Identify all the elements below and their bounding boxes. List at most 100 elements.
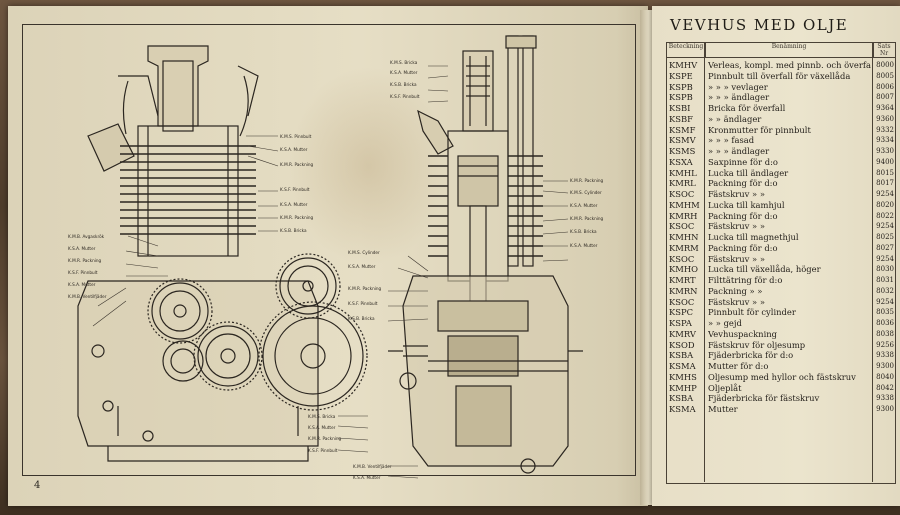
part-code: KMHN (669, 232, 699, 242)
part-number: 9400 (876, 157, 894, 166)
part-code: KSOC (669, 221, 695, 232)
part-description: Lucka till ändlager (708, 167, 789, 178)
part-number: 8042 (876, 383, 894, 392)
part-number: 8022 (876, 211, 894, 220)
svg-text:K.S.A. Mutter: K.S.A. Mutter (570, 203, 598, 208)
part-number: 8017 (876, 179, 894, 188)
part-code: KSPE (669, 70, 693, 81)
part-number: 8005 (876, 71, 894, 80)
part-number: 8007 (876, 93, 894, 102)
part-number: 8006 (876, 82, 894, 91)
svg-text:K.S.B. Bricka: K.S.B. Bricka (348, 316, 375, 321)
part-code: KMRL (669, 178, 696, 189)
part-description: Bricka för överfall (708, 103, 786, 113)
part-number: 8027 (876, 243, 894, 252)
part-number: 9300 (876, 405, 894, 413)
part-code: KSOC (669, 189, 695, 199)
part-code: KSBA (669, 350, 694, 361)
right-page: VEVHUS MED OLJE Beteckning Benämning Sat… (652, 6, 900, 506)
part-description: Vevhuspackning (708, 328, 777, 339)
header-description: Benämning (705, 43, 874, 58)
page-title: VEVHUS MED OLJE (670, 16, 849, 34)
part-number: 9338 (876, 394, 894, 403)
table-row: KSBA Fjäderbricka för d:o 9338 (667, 350, 895, 361)
part-number: 8038 (876, 329, 894, 338)
svg-text:K.S.A. Mutter: K.S.A. Mutter (353, 475, 381, 480)
part-description: Fjäderbricka för d:o (708, 350, 794, 361)
svg-text:K.S.B. Bricka: K.S.B. Bricka (280, 228, 307, 233)
svg-text:K.M.S. Cylinder: K.M.S. Cylinder (348, 250, 380, 255)
part-code: KSBA (669, 393, 694, 404)
part-code: KSMA (669, 361, 696, 371)
part-code: KMRH (669, 210, 698, 221)
part-description: Oljesump med hyllor och fästskruv (708, 371, 856, 382)
part-description: Kronmutter för pinnbult (708, 124, 811, 135)
part-description: Saxpinne för d:o (708, 156, 778, 167)
table-row: KMRH Packning för d:o 8022 (667, 211, 895, 222)
part-description: Packning » » (708, 285, 763, 296)
svg-text:K.S.F. Pinnbult: K.S.F. Pinnbult (280, 187, 310, 192)
part-code: KSOD (669, 339, 695, 350)
svg-text:K.S.A. Mutter: K.S.A. Mutter (280, 202, 308, 207)
svg-text:K.S.A. Mutter: K.S.A. Mutter (68, 282, 96, 287)
part-code: KMHM (669, 199, 700, 210)
part-code: KMHV (669, 60, 698, 70)
part-number: 9338 (876, 351, 894, 360)
part-code: KSMV (669, 135, 696, 146)
part-description: » » » fasad (708, 135, 755, 146)
part-code: KMHO (669, 264, 699, 275)
part-code: KSMA (669, 404, 696, 414)
part-description: » » » ändlager (708, 92, 770, 103)
svg-text:K.S.F. Pinnbult: K.S.F. Pinnbult (390, 94, 420, 99)
part-number: 9254 (876, 254, 894, 263)
part-description: Filttätring för d:o (708, 275, 783, 285)
svg-text:K.M.S. Pinnbult: K.M.S. Pinnbult (280, 134, 312, 139)
part-description: Mutter (708, 404, 738, 414)
svg-text:K.M.B. Avgaskrök: K.M.B. Avgaskrök (68, 234, 105, 239)
part-description: Fjäderbricka för fästskruv (708, 393, 820, 404)
left-page: K.M.B. Avgaskrök K.S.A. Mutter K.M.R. Pa… (8, 6, 648, 506)
part-number: 9330 (876, 147, 894, 155)
part-description: » » gejd (708, 318, 742, 328)
part-code: KSBF (669, 113, 693, 124)
part-number: 9360 (876, 114, 894, 123)
part-description: Verleas, kompl. med pinnb. och överfall (708, 60, 871, 70)
part-code: KSOC (669, 253, 695, 264)
svg-text:K.M.B. Ventilfjäder: K.M.B. Ventilfjäder (353, 464, 392, 469)
svg-text:K.M.R. Packning: K.M.R. Packning (308, 436, 342, 441)
svg-text:K.M.S. Cylinder: K.M.S. Cylinder (570, 190, 602, 195)
part-description: Oljeplåt (708, 382, 742, 393)
svg-text:K.M.B. Ventilfjäder: K.M.B. Ventilfjäder (68, 294, 107, 299)
part-description: Mutter för d:o (708, 361, 769, 371)
part-description: Fästskruv » » (708, 253, 765, 264)
part-code: KSMS (669, 146, 696, 156)
svg-text:K.S.F. Pinnbult: K.S.F. Pinnbult (308, 448, 338, 453)
part-code: KMHS (669, 371, 697, 382)
svg-text:K.M.R. Packning: K.M.R. Packning (348, 286, 382, 291)
svg-text:K.M.R. Packning: K.M.R. Packning (570, 216, 604, 221)
part-description: Packning för d:o (708, 210, 778, 221)
part-description: » » » vevlager (708, 81, 768, 92)
part-description: Fästskruv » » (708, 189, 765, 199)
part-description: Fästskruv för oljesump (708, 339, 806, 350)
page-number: 4 (34, 480, 41, 491)
svg-text:K.S.F. Pinnbult: K.S.F. Pinnbult (68, 270, 98, 275)
